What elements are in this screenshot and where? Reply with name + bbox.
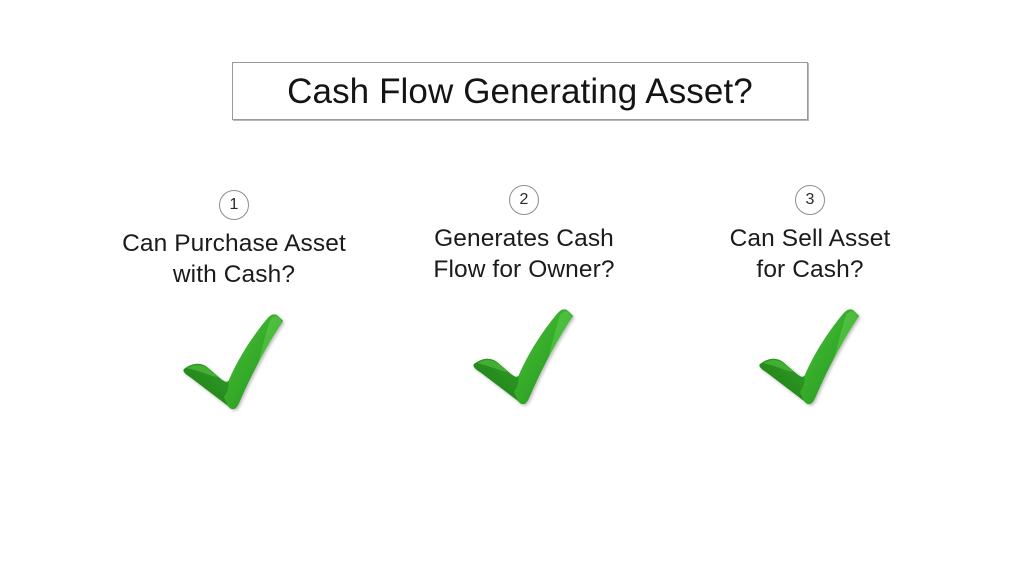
step-number-1: 1 xyxy=(229,196,239,213)
criteria-column-2: 2 Generates Cash Flow for Owner? xyxy=(374,185,674,412)
criteria-columns: 1 Can Purchase Asset with Cash? xyxy=(0,185,1024,430)
check-mark-icon-2 xyxy=(464,302,584,412)
check-mark-icon-1 xyxy=(174,307,294,417)
step-badge-1: 1 xyxy=(219,190,249,220)
criteria-column-3: 3 Can Sell Asset for Cash? xyxy=(660,185,960,412)
step-badge-3: 3 xyxy=(795,185,825,215)
step-number-3: 3 xyxy=(805,191,815,208)
page-title: Cash Flow Generating Asset? xyxy=(287,71,753,111)
step-badge-2: 2 xyxy=(509,185,539,215)
step-label-2: Generates Cash Flow for Owner? xyxy=(433,225,615,284)
step-label-1: Can Purchase Asset with Cash? xyxy=(122,230,346,289)
check-mark-icon-3 xyxy=(750,302,870,412)
slide-title-box: Cash Flow Generating Asset? xyxy=(232,62,808,120)
step-number-2: 2 xyxy=(519,191,529,208)
criteria-column-1: 1 Can Purchase Asset with Cash? xyxy=(84,190,384,417)
step-label-3: Can Sell Asset for Cash? xyxy=(729,225,891,284)
